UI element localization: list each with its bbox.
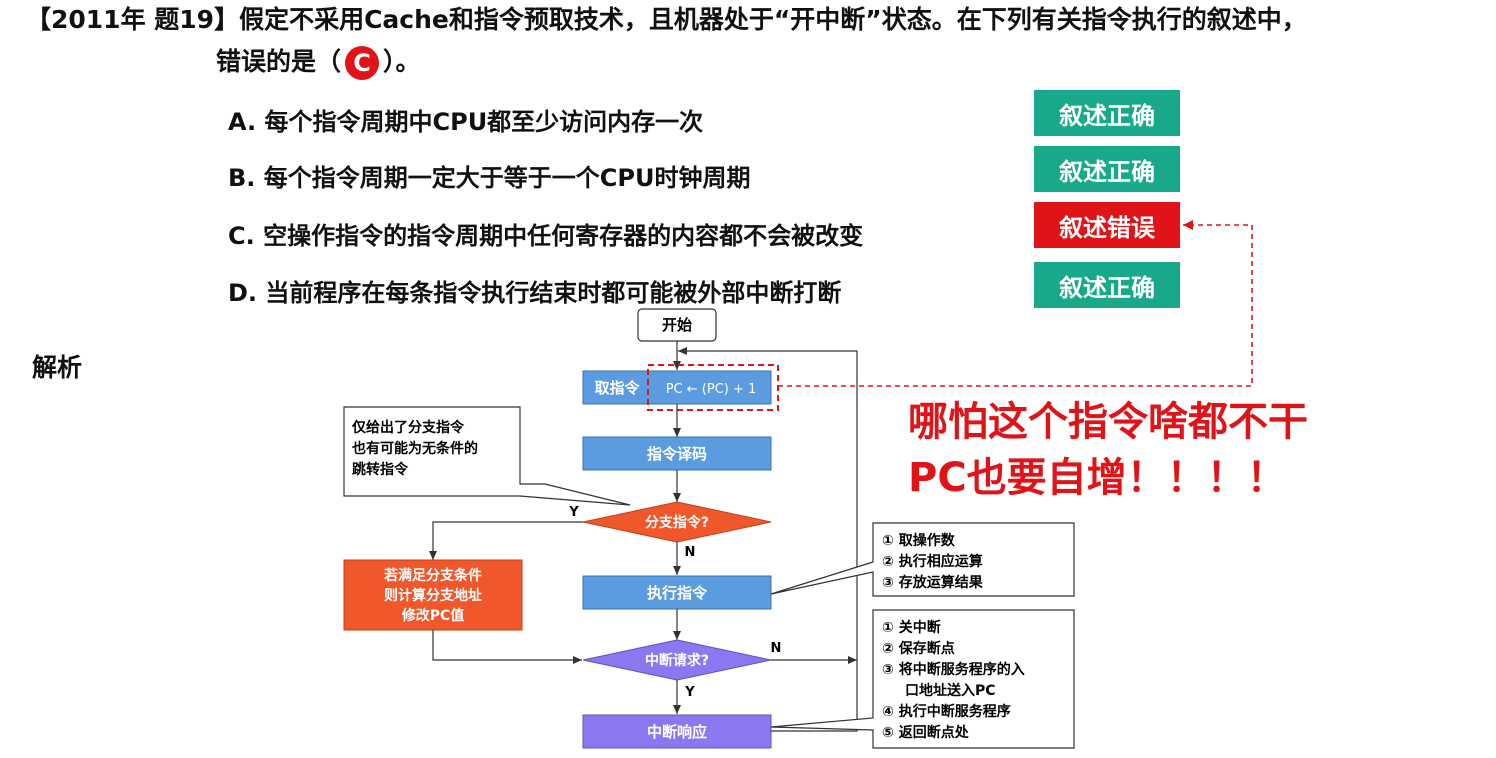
branch-note-line-2: 也有可能为无条件的 bbox=[352, 440, 478, 457]
question-line-1: 【2011年 题19】假定不采用Cache和指令预取技术，且机器处于“开中断”状… bbox=[26, 2, 1486, 38]
pc-to-verdict-connector bbox=[778, 220, 1253, 387]
interrupt-label: 中断请求? bbox=[645, 652, 709, 669]
decode-node bbox=[582, 436, 772, 471]
branch-note-line-1: 仅给出了分支指令 bbox=[351, 419, 465, 436]
interrupt-note-line-1: ① 关中断 bbox=[882, 619, 941, 636]
interrupt-response-label: 中断响应 bbox=[647, 723, 707, 741]
red-note-line-1: 哪怕这个指令啥都不干 bbox=[908, 399, 1308, 445]
interrupt-note-line-2: ② 保存断点 bbox=[882, 640, 955, 657]
interrupt-note-line-3: ③ 将中断服务程序的入 bbox=[882, 661, 1025, 678]
verdict-badge-a: 叙述正确 bbox=[1034, 90, 1180, 136]
pc-highlight-box bbox=[647, 364, 779, 411]
execute-note-line-1: ① 取操作数 bbox=[882, 532, 956, 549]
interrupt-note-callout bbox=[770, 609, 1075, 749]
analysis-label: 解析 bbox=[32, 353, 83, 382]
interrupt-note-line-6: ⑤ 返回断点处 bbox=[882, 724, 970, 741]
question-line-2: 错误的是（C）。 bbox=[216, 44, 421, 80]
interrupt-no-label: N bbox=[771, 641, 782, 656]
execute-note-line-2: ② 执行相应运算 bbox=[882, 553, 983, 570]
question-tag: 【2011年 题19】 bbox=[26, 5, 240, 34]
red-note: 哪怕这个指令啥都不干 PC也要自增！！！！ bbox=[908, 394, 1308, 506]
fetch-label: 取指令 bbox=[594, 379, 640, 397]
interrupt-response-node bbox=[582, 714, 772, 749]
verdict-badge-c: 叙述错误 bbox=[1034, 202, 1180, 248]
pc-increment-label: PC ← (PC) + 1 bbox=[666, 382, 757, 397]
interrupt-note-line-5: ④ 执行中断服务程序 bbox=[882, 703, 1011, 720]
verdict-badge-b: 叙述正确 bbox=[1034, 146, 1180, 192]
option-b: B. 每个指令周期一定大于等于一个CPU时钟周期 bbox=[228, 164, 751, 192]
execute-node bbox=[582, 575, 772, 610]
option-c: C. 空操作指令的指令周期中任何寄存器的内容都不会被改变 bbox=[228, 222, 864, 250]
branch-no-label: N bbox=[685, 545, 696, 560]
branch-note-line-3: 跳转指令 bbox=[352, 461, 409, 478]
question-stem-end: 错误的是（ bbox=[216, 47, 342, 76]
branch-action-line-2: 则计算分支地址 bbox=[384, 587, 482, 604]
branch-label: 分支指令? bbox=[645, 514, 709, 531]
interrupt-yes-label: Y bbox=[684, 685, 695, 700]
red-note-line-2: PC也要自增！！！！ bbox=[908, 455, 1287, 501]
branch-yes-label: Y bbox=[568, 505, 579, 520]
branch-note-callout bbox=[343, 406, 631, 506]
execute-note-line-3: ③ 存放运算结果 bbox=[882, 574, 984, 591]
interrupt-note-line-4: 口地址送入PC bbox=[905, 682, 996, 699]
execute-label: 执行指令 bbox=[647, 584, 708, 602]
branch-action-line-1: 若满足分支条件 bbox=[383, 567, 482, 584]
decode-label: 指令译码 bbox=[647, 445, 707, 463]
option-d: D. 当前程序在每条指令执行结束时都可能被外部中断打断 bbox=[228, 279, 842, 307]
verdict-badge-d: 叙述正确 bbox=[1034, 262, 1180, 308]
execute-note-callout bbox=[770, 522, 1075, 597]
option-a: A. 每个指令周期中CPU都至少访问内存一次 bbox=[228, 108, 704, 136]
start-label: 开始 bbox=[662, 316, 692, 334]
branch-action-line-3: 修改PC值 bbox=[401, 607, 465, 624]
question-stem-close: ）。 bbox=[383, 47, 421, 76]
fetch-node bbox=[582, 370, 772, 405]
question-stem: 假定不采用Cache和指令预取技术，且机器处于“开中断”状态。在下列有关指令执行… bbox=[239, 5, 1307, 34]
branch-action-node bbox=[343, 559, 523, 631]
answer-circle: C bbox=[345, 46, 380, 80]
